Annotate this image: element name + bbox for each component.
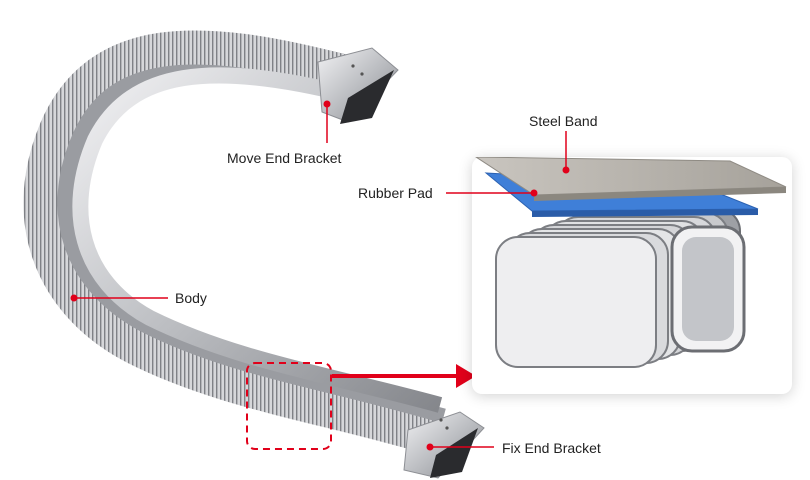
bellow-rings — [495, 208, 746, 368]
detail-panel — [472, 156, 792, 394]
highlight-box — [246, 362, 332, 450]
callout-fix-end — [426, 443, 494, 451]
callout-move-end — [323, 100, 331, 143]
body-label: Body — [175, 290, 207, 306]
carrier-body — [23, 30, 446, 455]
cross-section-illustration — [474, 156, 787, 368]
fix-end-bracket-label: Fix End Bracket — [502, 440, 601, 456]
steel-band-label: Steel Band — [529, 113, 598, 129]
move-end-bracket-label: Move End Bracket — [227, 150, 342, 166]
detail-arrow — [332, 364, 476, 388]
move-end-bracket-part — [317, 47, 399, 124]
fix-end-bracket-part — [403, 411, 485, 479]
rubber-pad-label: Rubber Pad — [358, 185, 433, 201]
callout-body — [70, 294, 168, 302]
